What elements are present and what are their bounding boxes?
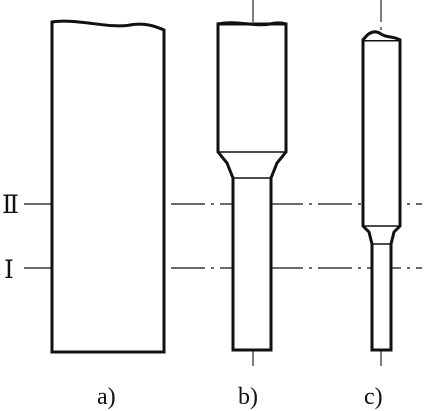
panel-label-c: c) — [364, 384, 383, 410]
bar-a — [50, 19, 166, 354]
break-edge-c — [361, 30, 401, 42]
break-edge-b — [217, 21, 287, 27]
shaft-b — [216, 22, 288, 352]
panel-label-a: a) — [97, 384, 116, 410]
section-label-upper: Ⅱ — [2, 192, 19, 219]
section-label-lower: Ⅰ — [4, 257, 14, 284]
shaft-c — [361, 38, 402, 352]
panel-label-b: b) — [238, 384, 258, 410]
